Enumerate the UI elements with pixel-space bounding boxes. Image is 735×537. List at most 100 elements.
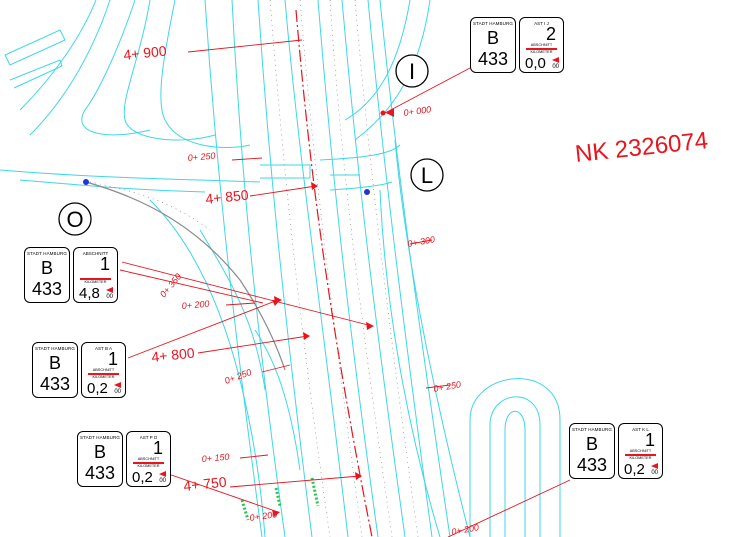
- leader-sub-250b: [261, 364, 291, 373]
- left-ramp-curb-3: [81, 0, 151, 136]
- marker-dot-left: [83, 179, 89, 185]
- sign-road-letter: B: [40, 258, 53, 278]
- branch-circles: [58, 54, 444, 236]
- sign-road-number: 433: [576, 455, 608, 475]
- main-line-8: [379, 0, 451, 537]
- branch-circle-l: [410, 158, 444, 192]
- sign-road-panel: STADT HAMBURG B 433: [470, 17, 516, 73]
- sign-road-letter: B: [48, 353, 61, 373]
- sign-road-panel: STADT HAMBURG B 433: [569, 423, 615, 479]
- sign-city: STADT HAMBURG: [35, 346, 75, 351]
- sign-branch: AST B A: [95, 346, 112, 351]
- sign-branch: AST K L: [632, 427, 649, 432]
- sign-road-number: 433: [477, 49, 509, 69]
- sub-station-150: 0+ 150: [201, 452, 230, 464]
- sign-road-panel: STADT HAMBURG B 433: [32, 342, 78, 398]
- sign-km-value: 4,8: [79, 285, 100, 302]
- sub-station-300: 0+ 300: [407, 234, 436, 249]
- sign-section-panel: AST B A 1 ABSCHNITT KILOMETER 0,2 00: [81, 342, 126, 398]
- branch-letter-o: O: [66, 207, 83, 232]
- arrowhead-4750: [355, 472, 362, 480]
- arrowhead-4800: [303, 332, 310, 340]
- station-4750: 4+ 750: [183, 474, 228, 494]
- leader-sign-o2: [119, 269, 264, 304]
- sign-road-letter: B: [585, 434, 598, 454]
- sign-section-panel: AST K L 1 ABSCHNITT KILOMETER 0,2 00: [618, 423, 663, 479]
- station-4800: 4+ 800: [151, 345, 196, 365]
- sign-section-number: 1: [152, 438, 163, 458]
- sign-road-letter: B: [486, 28, 499, 48]
- cross-road-1: [0, 169, 261, 183]
- sign-city: STADT HAMBURG: [572, 427, 612, 432]
- marker-dot-red: [380, 110, 386, 116]
- road-lines: [0, 0, 561, 537]
- plan-title: NK 2326074: [574, 127, 710, 168]
- station-labels: 4+ 900 4+ 850 4+ 800 4+ 750: [123, 43, 250, 494]
- green-mark-1: [240, 499, 250, 521]
- cross-road-2: [19, 179, 206, 193]
- sign-km-sub: 00: [106, 294, 113, 300]
- road-sign-kl: STADT HAMBURG B 433 AST K L 1 ABSCHNITT …: [569, 423, 663, 479]
- sign-road-letter: B: [93, 442, 106, 462]
- green-mark-3: [310, 477, 320, 507]
- arrowhead-sign-o: [366, 322, 374, 330]
- branch-letter-l: L: [421, 163, 433, 188]
- sign-city: STADT HAMBURG: [473, 21, 513, 26]
- left-ramp-curb-1: [19, 0, 97, 111]
- sign-road-number: 433: [31, 279, 63, 299]
- arrowhead-top: [386, 108, 394, 117]
- marker-dot-right: [364, 189, 370, 195]
- sign-branch: AST P O: [139, 435, 158, 440]
- sub-station-350: 0+ 350: [158, 272, 184, 300]
- cross-road-6: [329, 181, 393, 191]
- leader-sub-250c: [425, 384, 451, 389]
- sign-arrow-icon: [106, 287, 113, 293]
- branch-letter-i: I: [409, 59, 415, 84]
- arrowhead-4850: [311, 182, 318, 190]
- sign-section-label: ABSCHNITT: [629, 449, 652, 453]
- cross-road-5: [319, 144, 401, 161]
- sign-section-label: ABSCHNITT: [137, 457, 160, 461]
- sign-section-number: 1: [107, 349, 118, 369]
- sign-road-panel: STADT HAMBURG B 433: [24, 247, 70, 303]
- road-sign-po: STADT HAMBURG B 433 AST P O 1 ABSCHNITT …: [77, 431, 171, 487]
- green-mark-2: [274, 487, 282, 507]
- road-sign-ij: STADT HAMBURG B 433 AST I J 2 ABSCHNITT …: [470, 17, 564, 73]
- loop-1: [469, 378, 561, 537]
- sign-km-sub: 00: [651, 470, 658, 476]
- sign-section-number: 2: [545, 24, 556, 44]
- main-line-7: [367, 0, 433, 537]
- left-ramp-lower-3: [254, 329, 301, 471]
- sign-km-label: KILOMETER: [137, 464, 160, 468]
- leader-sub-200a: [225, 302, 256, 306]
- branch-circle-o: [58, 202, 92, 236]
- sign-section-label: ABSCHNITT: [92, 368, 115, 372]
- road-sign-o: STADT HAMBURG B 433 ABSCHNITT 1 KILOMETE…: [24, 247, 118, 303]
- left-ramp-lower-1: [149, 199, 266, 537]
- sub-station-200a: 0+ 200: [181, 299, 210, 311]
- arrowheads: [272, 108, 394, 517]
- cross-road-3: [260, 164, 311, 179]
- sub-station-200b: 0+ 200: [249, 509, 278, 523]
- sub-station-250b: 0+ 250: [223, 367, 253, 386]
- sign-arrow-icon: [159, 471, 166, 477]
- left-ramp-curb-4: [123, 0, 216, 141]
- sub-station-200c: 0+ 200: [451, 522, 480, 537]
- sign-red-bar: [133, 462, 164, 464]
- ramp-axis: [85, 181, 286, 371]
- loop-2: [489, 396, 541, 537]
- main-axis: [295, 9, 373, 537]
- sign-red-bar: [80, 278, 111, 280]
- leader-sub-250: [231, 157, 263, 161]
- main-line-2: [231, 0, 286, 537]
- sign-city: STADT HAMBURG: [27, 251, 67, 256]
- sign-km-sub: 00: [159, 478, 166, 484]
- leader-sign-ba: [127, 299, 279, 359]
- left-block: [4, 29, 66, 66]
- sign-section-panel: AST P O 1 ABSCHNITT KILOMETER 0,2 00: [126, 431, 171, 487]
- left-ramp-curb-5: [160, 0, 251, 148]
- sign-km-label: KILOMETER: [530, 50, 553, 54]
- sign-km-value: 0,2: [87, 380, 108, 397]
